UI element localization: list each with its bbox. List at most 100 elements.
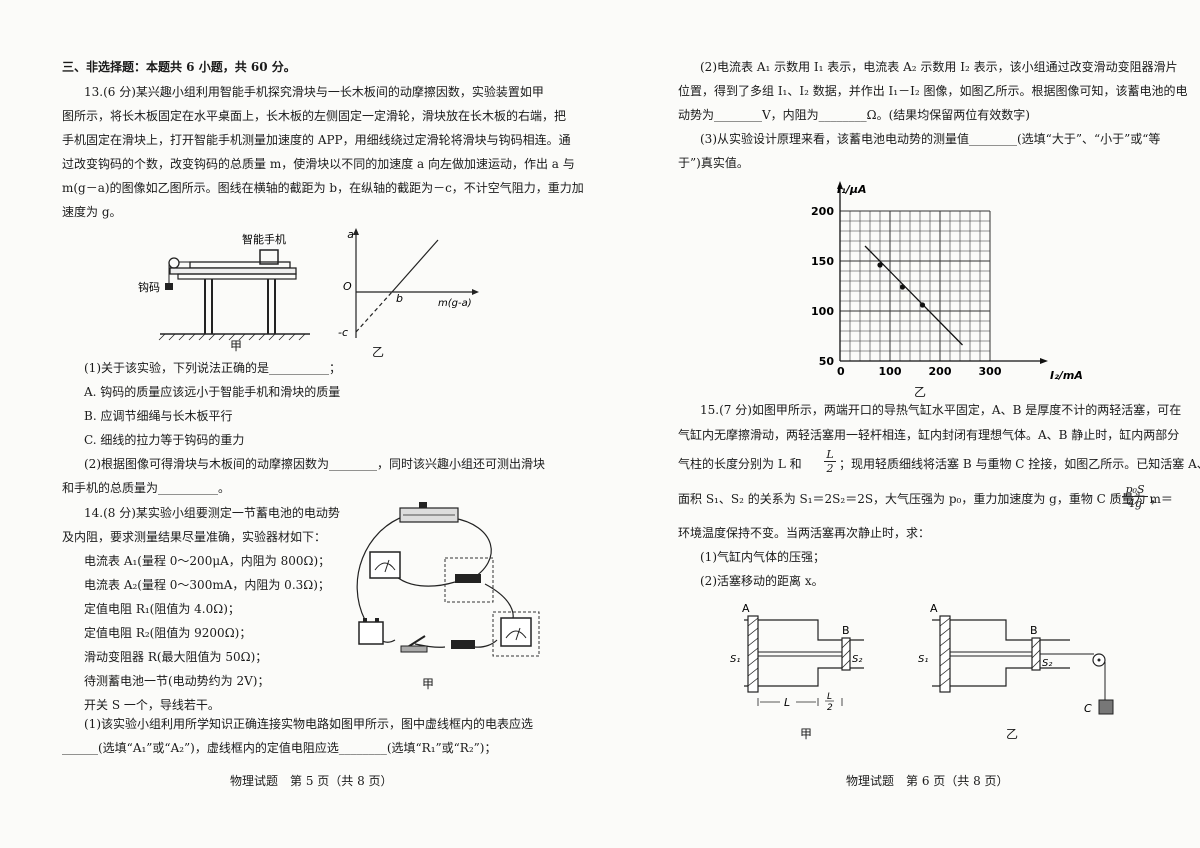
x-axis-label: m(g-a) (438, 298, 472, 309)
q13-fig-jia-caption: 甲 (230, 339, 243, 353)
cylinder-figure-jia: A B S₁ S₂ L L 2 (730, 602, 864, 713)
x-tick-label: 100 (879, 365, 902, 378)
q13-sub2-a: (2)根据图像可得滑块与木板间的动摩擦因数为________，同时该兴趣小组还可… (84, 457, 546, 471)
data-point (877, 262, 883, 268)
origin-label: O (343, 280, 352, 293)
cylinder-top (744, 619, 864, 641)
q13-line-3: 手机固定在滑块上，打开智能手机测量加速度的 APP，用细线绕过定滑轮将滑块与钩码… (62, 133, 571, 147)
q15-sub2: (2)活塞移动的距离 x。 (700, 574, 824, 588)
label-c: C (1084, 702, 1092, 715)
q13-option-c: C. 细线的拉力等于钩码的重力 (84, 433, 245, 447)
y-tick-label: 200 (811, 205, 834, 218)
weight-c-icon (1098, 699, 1114, 715)
x-axis-label: I₂/mA (1050, 369, 1083, 382)
long-board (169, 267, 297, 275)
x-axis-arrow (472, 289, 479, 295)
q14-sub2-line-3: 动势为________V，内阻为________Ω。(结果均保留两位有效数字) (678, 108, 1030, 122)
piston-a-yi (939, 615, 951, 693)
q14-line-1: 14.(8 分)某实验小组要测定一节蓄电池的电动势 (84, 506, 340, 520)
page-5: 三、非选择题：本题共 6 小题，共 60 分。 13.(6 分)某兴趣小组利用智… (62, 60, 584, 788)
slider-block (189, 261, 291, 269)
label-s2: S₂ (852, 654, 862, 665)
label-b-yi: B (1030, 624, 1038, 637)
fig-yi-caption: 乙 (1006, 727, 1019, 741)
q13-option-a: A. 钩码的质量应该远小于智能手机和滑块的质量 (84, 385, 341, 399)
q14-sub2-line-2: 位置，得到了多组 I₁、I₂ 数据，并作出 I₁－I₂ 图像，如图乙所示。根据图… (678, 84, 1188, 98)
label-a: A (742, 602, 750, 615)
y-axis-arrow (837, 181, 843, 189)
dashed-box-resistor (444, 557, 494, 603)
fraction-mass-num: p₀S (1122, 483, 1148, 497)
label-l: L (784, 696, 790, 709)
meter-box-icon (500, 617, 532, 647)
chart-axes (837, 181, 1048, 364)
c-label: -c (338, 326, 348, 339)
q15-line-1: 15.(7 分)如图甲所示，两端开口的导热气缸水平固定，A、B 是厚度不计的两轻… (700, 403, 1182, 417)
q14-line-3: 电流表 A₁(量程 0～200μA，内阻为 800Ω)； (84, 554, 331, 568)
wire-bottom-right (474, 639, 498, 648)
x-tick-label: 200 (929, 365, 952, 378)
q13-sub2-b: 和手机的总质量为__________。 (62, 481, 231, 495)
graph-line (391, 239, 439, 293)
footer-page-5: 物理试题 第 5 页（共 8 页） (230, 774, 393, 788)
label-a-yi: A (930, 602, 938, 615)
q14-line-7: 滑动变阻器 R(最大阻值为 50Ω)； (84, 650, 268, 664)
resistor-icon-2 (451, 640, 475, 649)
data-point (899, 284, 906, 290)
wire-right-top (452, 517, 492, 581)
graph-line-extension (355, 291, 393, 333)
table-top (177, 273, 297, 280)
q13-line-2: 图所示，将长木板固定在水平桌面上，长木板的左侧固定一定滑轮，滑块放在长木板的右端… (62, 109, 567, 123)
battery-icon (358, 621, 384, 645)
q15-line-4b: ， (1150, 492, 1163, 506)
q14-line-4: 电流表 A₂(量程 0～300mA，内阻为 0.3Ω)； (84, 578, 330, 592)
x-axis-arrow (1040, 358, 1048, 364)
chart-grid (839, 210, 991, 362)
fraction-den: 2 (826, 462, 834, 475)
label-l2-den: 2 (827, 703, 833, 713)
phone-label: 智能手机 (242, 232, 286, 246)
q13-fig-yi-caption: 乙 (372, 345, 385, 359)
footer-page-6: 物理试题 第 6 页（共 8 页） (846, 774, 1009, 788)
q13-line-4: 过改变钩码的个数，改变钩码的总质量 m，使滑块以不同的加速度 a 向左做加速运动… (62, 157, 575, 171)
q13-line-1: 13.(6 分)某兴趣小组利用智能手机探究滑块与一长木板间的动摩擦因数，实验装置… (84, 85, 544, 99)
q14-line-6: 定值电阻 R₂(阻值为 9200Ω)； (84, 626, 252, 640)
chart-marks (864, 245, 963, 346)
y-tick-label: 150 (811, 255, 834, 268)
chart-caption: 乙 (914, 385, 927, 399)
y-tick-label: 50 (819, 355, 835, 368)
q14-sub1-a: (1)该实验小组利用所学知识正确连接实物电路如图甲所示，图中虚线框内的电表应选 (84, 717, 534, 731)
q14-fig-caption: 甲 (422, 677, 435, 691)
chart-ticks: 0 100 200 300 50 100 150 200 (811, 205, 1002, 378)
label-s2-yi: S₂ (1042, 658, 1052, 669)
q13-graph-figure: a m(g-a) O b -c (338, 228, 479, 339)
wire-bottom (414, 643, 446, 648)
q14-line-2: 及内阻，要求测量结果尽量准确，实验器材如下： (62, 530, 327, 544)
q15-line-2: 气缸内无摩擦滑动，两轻活塞用一轻杆相连，缸内封闭有理想气体。A、B 静止时，缸内… (678, 428, 1180, 442)
fraction-mass: p₀S 4g (1122, 483, 1148, 510)
q15-line-3a: 气柱的长度分别为 L 和 (678, 457, 802, 471)
data-point (919, 302, 926, 308)
x-tick-label: 300 (979, 365, 1002, 378)
q13-line-5: m(g－a)的图像如乙图所示。图线在横轴的截距为 b，在纵轴的截距为－c，不计空… (62, 181, 584, 195)
y-tick-label: 100 (811, 305, 834, 318)
ground-hatch (158, 333, 306, 341)
cylinder-figure-yi: A B S₁ S₂ C (918, 602, 1114, 715)
resistor-icon (455, 574, 481, 583)
label-l2-num: L (827, 692, 832, 702)
phone-shape (259, 249, 279, 265)
label-b: B (842, 624, 850, 637)
q13-option-b: B. 应调节细绳与长木板平行 (84, 409, 233, 423)
fraction-mass-den: 4g (1127, 497, 1143, 510)
fit-line (864, 245, 963, 346)
q14-sub3-line-2: 于”)真实值。 (678, 156, 749, 170)
x-tick-label: 0 (837, 365, 845, 378)
cylinder-bottom (744, 667, 864, 687)
q13-apparatus-figure: 智能手机 钩码 (138, 232, 310, 341)
piston-a (747, 615, 759, 693)
b-label: b (396, 292, 403, 305)
fraction-l-over-2: L 2 (824, 448, 836, 475)
q15-line-3b: ；现用轻质细线将活塞 B 与重物 C 拴接，如图乙所示。已知活塞 A、B (839, 457, 1200, 471)
q15-line-4a: 面积 S₁、S₂ 的关系为 S₁＝2S₂＝2S，大气压强为 p₀，重力加速度为 … (678, 492, 1173, 506)
